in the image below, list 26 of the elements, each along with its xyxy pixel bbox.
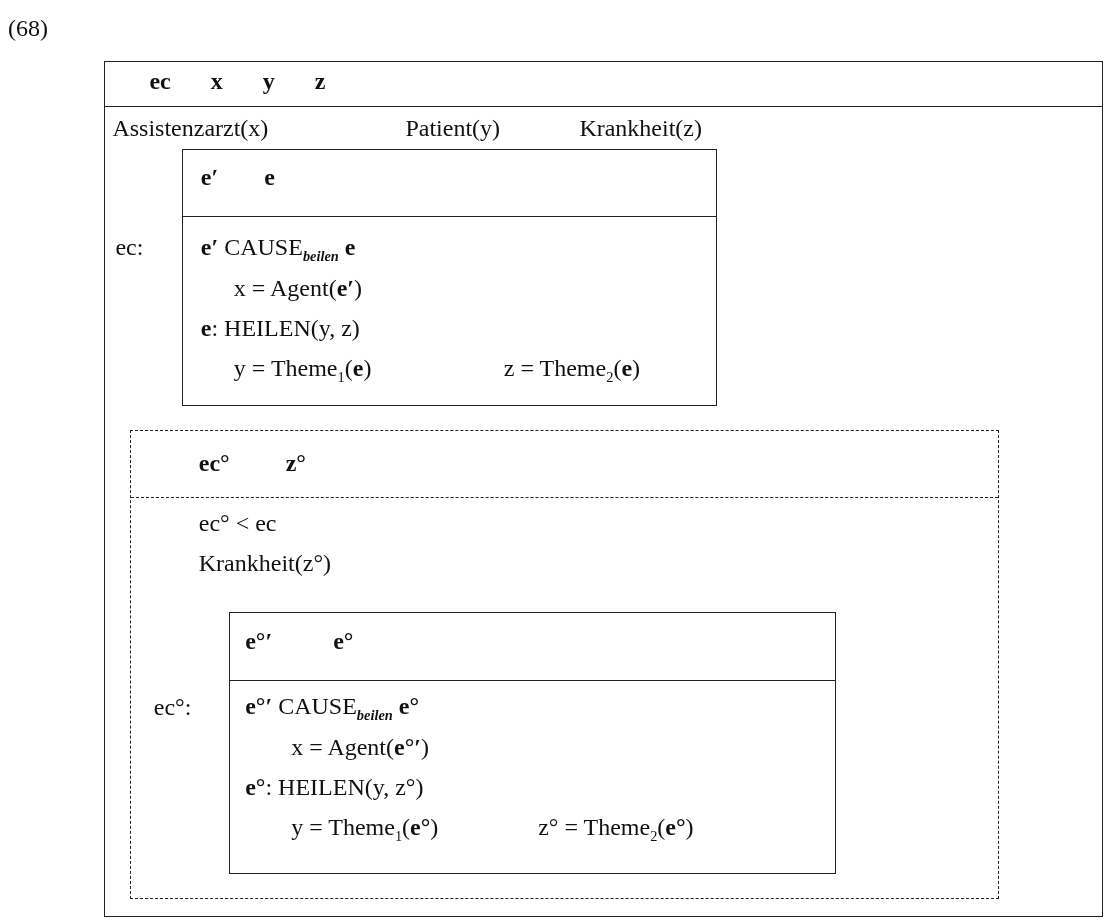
condition-text: Patient(y) [405, 114, 501, 144]
condition-text: y = Theme$_{1}$(e) [233, 353, 372, 386]
condition-text: x = Agent(e°′) [291, 733, 430, 762]
universe-text: ec° z° [198, 448, 306, 478]
condition-text: e′ CAUSE$_{beilen}$ e [200, 232, 356, 265]
condition-text: e: HEILEN(y, z) [200, 313, 360, 343]
condition-text: x = Agent(e′) [233, 273, 363, 303]
box-label: ec: [115, 233, 144, 263]
drs-box [104, 61, 1103, 917]
universe-text: ec x y z [149, 67, 326, 97]
condition-text: e°′ CAUSE$_{beilen}$ e° [245, 692, 420, 725]
drs-box [182, 149, 718, 407]
condition-text: z = Theme$_{2}$(e) [503, 353, 641, 386]
condition-text: e°: HEILEN(y, z°) [245, 773, 424, 802]
drs-box [228, 611, 836, 874]
example-number: (68) [8, 14, 48, 43]
condition-text: z° = Theme$_{2}$(e°) [538, 813, 694, 846]
box-label: ec°: [153, 692, 192, 722]
condition-text: Krankheit(z) [579, 114, 702, 144]
condition-text: ec° < ec [198, 508, 277, 538]
dashed-drs-box [130, 430, 1000, 900]
condition-text: Krankheit(z°) [198, 548, 331, 578]
condition-text: y = Theme$_{1}$(e°) [291, 813, 439, 846]
universe-text: e°′ e° [245, 627, 354, 656]
universe-text: e′ e [200, 162, 275, 192]
condition-text: Assistenzarzt(x) [112, 114, 269, 144]
